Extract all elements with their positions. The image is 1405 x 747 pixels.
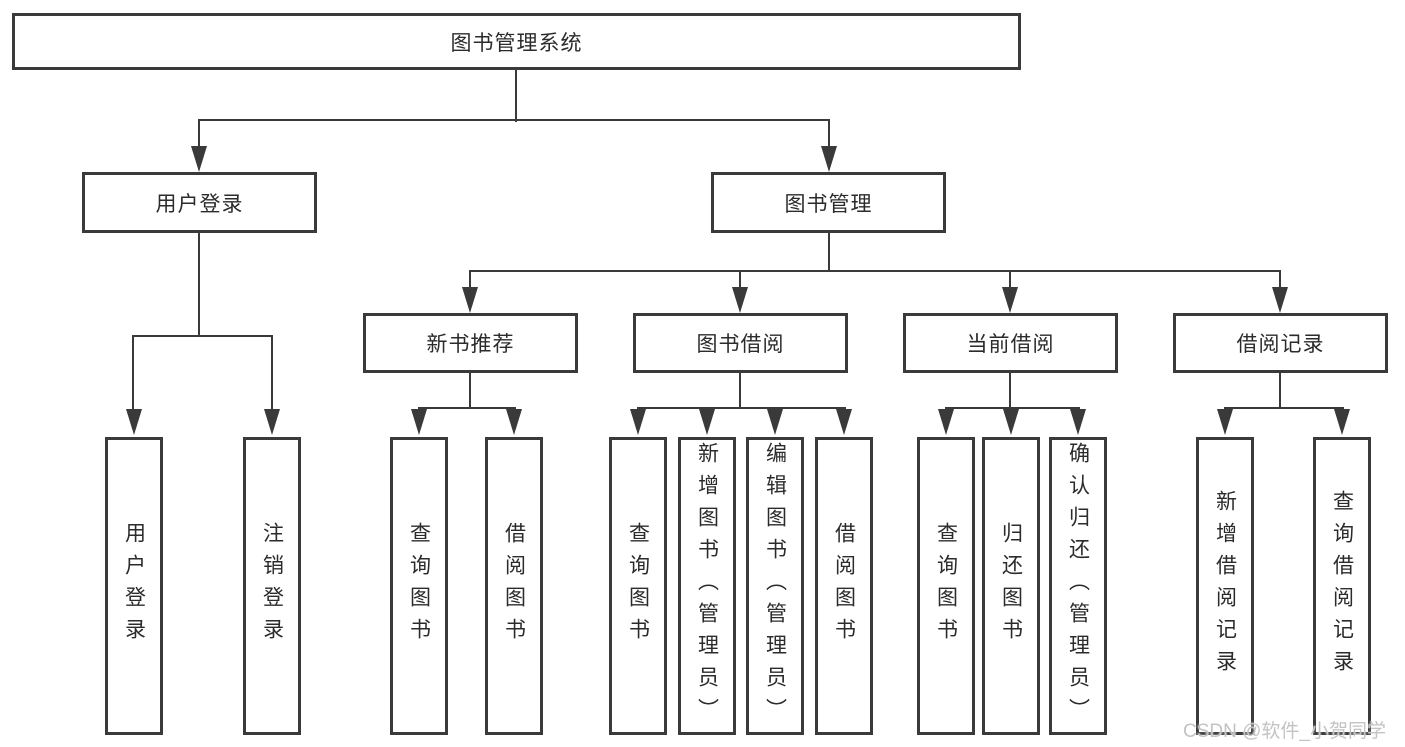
connector-stub	[271, 335, 273, 413]
arrow-down-icon	[1334, 409, 1350, 435]
leaf-add-books-admin: 新增图书（管理员）	[678, 437, 736, 735]
connector-stub	[198, 119, 200, 150]
node-user-login-branch: 用户登录	[82, 172, 317, 233]
arrow-down-icon	[411, 409, 427, 435]
arrow-down-icon	[1217, 409, 1233, 435]
node-label: 当前借阅	[966, 333, 1055, 356]
leaf-query-borrow-record: 查询借阅记录	[1313, 437, 1371, 735]
node-book-management-branch: 图书管理	[711, 172, 946, 233]
connector-record-trunk	[1279, 373, 1281, 409]
arrow-down-icon	[126, 409, 142, 435]
connector-stub	[132, 335, 134, 413]
connector-current-rail	[945, 407, 1080, 409]
leaf-query-books-current: 查询图书	[917, 437, 975, 735]
node-new-book-recommendation: 新书推荐	[363, 313, 578, 373]
leaf-user-login: 用户登录	[105, 437, 163, 735]
node-label: 图书管理	[784, 192, 873, 216]
connector-bookmgmt-trunk	[828, 233, 830, 272]
leaf-label: 归还图书	[999, 522, 1023, 650]
connector-stub	[1279, 270, 1281, 290]
arrow-down-icon	[699, 409, 715, 435]
arrow-down-icon	[1272, 287, 1288, 313]
connector-stub	[828, 119, 830, 150]
leaf-label: 用户登录	[122, 522, 146, 650]
connector-borrow-rail	[637, 407, 846, 409]
connector-newrec-trunk	[469, 373, 471, 409]
leaf-label: 编辑图书（管理员）	[763, 442, 787, 730]
leaf-edit-books-admin: 编辑图书（管理员）	[746, 437, 804, 735]
arrow-down-icon	[1002, 287, 1018, 313]
arrow-down-icon	[191, 146, 207, 172]
connector-level2-rail	[198, 119, 830, 121]
node-label: 借阅记录	[1236, 333, 1325, 356]
leaf-label: 新增借阅记录	[1213, 490, 1237, 682]
leaf-label: 查询借阅记录	[1330, 490, 1354, 682]
arrow-down-icon	[938, 409, 954, 435]
arrow-down-icon	[1003, 409, 1019, 435]
connector-stub	[469, 270, 471, 290]
leaf-label: 查询图书	[407, 522, 431, 650]
leaf-return-books: 归还图书	[982, 437, 1040, 735]
leaf-borrow-books: 借阅图书	[815, 437, 873, 735]
arrow-down-icon	[821, 146, 837, 172]
arrow-down-icon	[767, 409, 783, 435]
node-label: 图书借阅	[696, 333, 785, 356]
leaf-add-borrow-record: 新增借阅记录	[1196, 437, 1254, 735]
leaf-query-books-recommend: 查询图书	[390, 437, 448, 735]
connector-userlogin-trunk	[198, 233, 200, 337]
leaf-label: 注销登录	[260, 522, 284, 650]
arrow-down-icon	[506, 409, 522, 435]
connector-newrec-rail	[418, 407, 516, 409]
connector-root-trunk	[515, 70, 517, 122]
connector-stub	[1009, 270, 1011, 290]
connector-record-rail	[1224, 407, 1344, 409]
connector-borrow-trunk	[739, 373, 741, 409]
leaf-label: 新增图书（管理员）	[695, 442, 719, 730]
node-label: 新书推荐	[426, 333, 515, 356]
leaf-confirm-return-admin: 确认归还（管理员）	[1049, 437, 1107, 735]
arrow-down-icon	[1070, 409, 1086, 435]
arrow-down-icon	[462, 287, 478, 313]
arrow-down-icon	[264, 409, 280, 435]
node-current-borrowing: 当前借阅	[903, 313, 1118, 373]
node-borrowing-records: 借阅记录	[1173, 313, 1388, 373]
leaf-label: 查询图书	[626, 522, 650, 650]
leaf-borrow-books-recommend: 借阅图书	[485, 437, 543, 735]
arrow-down-icon	[836, 409, 852, 435]
leaf-label: 借阅图书	[502, 522, 526, 650]
connector-level3-rail	[469, 270, 1281, 272]
connector-current-trunk	[1009, 373, 1011, 409]
arrow-down-icon	[732, 287, 748, 313]
node-label: 图书管理系统	[450, 31, 583, 55]
leaf-logout: 注销登录	[243, 437, 301, 735]
leaf-label: 借阅图书	[832, 522, 856, 650]
leaf-label: 确认归还（管理员）	[1066, 442, 1090, 730]
csdn-watermark: CSDN @软件_小贺同学	[1183, 721, 1386, 742]
leaf-query-books-borrow: 查询图书	[609, 437, 667, 735]
leaf-label: 查询图书	[934, 522, 958, 650]
node-library-management-system: 图书管理系统	[12, 13, 1021, 70]
connector-userlogin-rail	[132, 335, 273, 337]
node-book-borrowing: 图书借阅	[633, 313, 848, 373]
arrow-down-icon	[630, 409, 646, 435]
node-label: 用户登录	[155, 192, 244, 216]
connector-stub	[739, 270, 741, 290]
